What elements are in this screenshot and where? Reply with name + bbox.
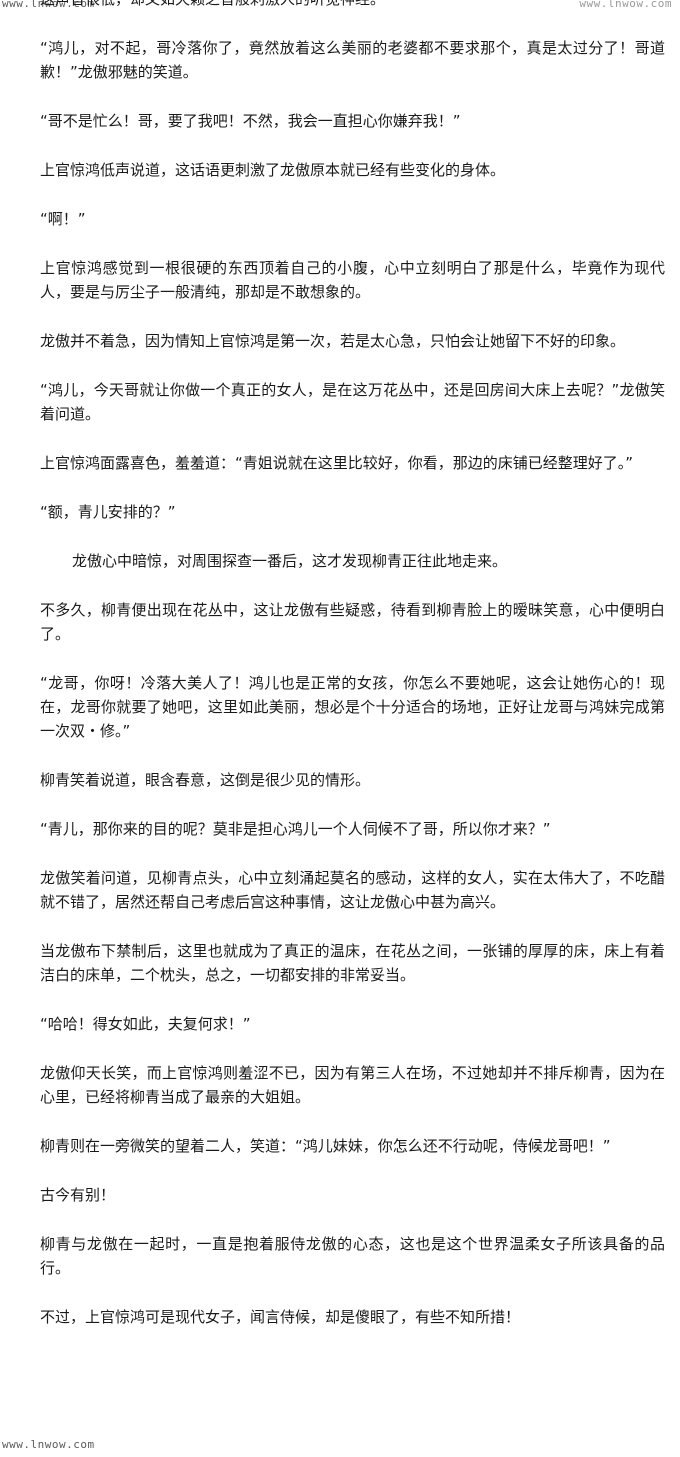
paragraph: 龙傲心中暗惊，对周围探查一番后，这才发现柳青正往此地走来。 (72, 552, 508, 570)
paragraph: “鸿儿，今天哥就让你做一个真正的女人，是在这万花丛中，还是回房间大床上去呢？”龙… (40, 381, 665, 423)
paragraph: 这声音很低，却又如天籁之音般刺激人的听觉神经。 (40, 0, 665, 11)
paragraph: 不过，上官惊鸿可是现代女子，闻言侍候，却是傻眼了，有些不知所措！ (40, 1308, 521, 1326)
watermark-bottom-left: www.lnwow.com (2, 1438, 95, 1451)
paragraph: 柳青与龙傲在一起时，一直是抱着服侍龙傲的心态，这也是这个世界温柔女子所该具备的品… (40, 1235, 665, 1277)
paragraph: 龙傲笑着问道，见柳青点头，心中立刻涌起莫名的感动，这样的女人，实在太伟大了，不吃… (40, 869, 665, 911)
paragraph: 古今有别！ (40, 1186, 116, 1204)
paragraph: 柳青则在一旁微笑的望着二人，笑道：“鸿儿妹妹，你怎么还不行动呢，侍候龙哥吧！” (40, 1137, 611, 1155)
paragraph: 上官惊鸿面露喜色，羞羞道：“青姐说就在这里比较好，你看，那边的床铺已经整理好了。… (40, 454, 634, 472)
watermark-top-right: www.lnwow.com (579, 0, 672, 10)
document-body: 这声音很低，却又如天籁之音般刺激人的听觉神经。 “鸿儿，对不起，哥冷落你了，竟然放… (40, 0, 665, 1354)
paragraph: “龙哥，你呀！冷落大美人了！鸿儿也是正常的女孩，你怎么不要她呢，这会让她伤心的！… (40, 674, 665, 740)
paragraph: 不多久，柳青便出现在花丛中，这让龙傲有些疑惑，待看到柳青脸上的暧昧笑意，心中便明… (40, 601, 665, 643)
paragraph: “哈哈！得女如此，夫复何求！” (40, 1015, 251, 1033)
paragraph: 龙傲并不着急，因为情知上官惊鸿是第一次，若是太心急，只怕会让她留下不好的印象。 (40, 332, 626, 350)
paragraph: “青儿，那你来的目的呢？莫非是担心鸿儿一个人伺候不了哥，所以你才来？” (40, 820, 551, 838)
paragraph: 当龙傲布下禁制后，这里也就成为了真正的温床，在花丛之间，一张铺的厚厚的床，床上有… (40, 942, 665, 984)
paragraph: 上官惊鸿低声说道，这话语更刺激了龙傲原本就已经有些变化的身体。 (40, 161, 506, 179)
paragraph: 上官惊鸿感觉到一根很硬的东西顶着自己的小腹，心中立刻明白了那是什么，毕竟作为现代… (40, 259, 665, 301)
paragraph: “额，青儿安排的？” (40, 503, 176, 521)
watermark-top-left: www.lnwow.com (2, 0, 95, 10)
paragraph: 柳青笑着说道，眼含春意，这倒是很少见的情形。 (40, 771, 371, 789)
paragraph: “啊！” (40, 210, 86, 228)
paragraph: “哥不是忙么！哥，要了我吧！不然，我会一直担心你嫌弃我！” (40, 112, 461, 130)
paragraph: “鸿儿，对不起，哥冷落你了，竟然放着这么美丽的老婆都不要求那个，真是太过分了！哥… (40, 39, 665, 81)
paragraph: 龙傲仰天长笑，而上官惊鸿则羞涩不已，因为有第三人在场，不过她却并不排斥柳青，因为… (40, 1064, 665, 1106)
